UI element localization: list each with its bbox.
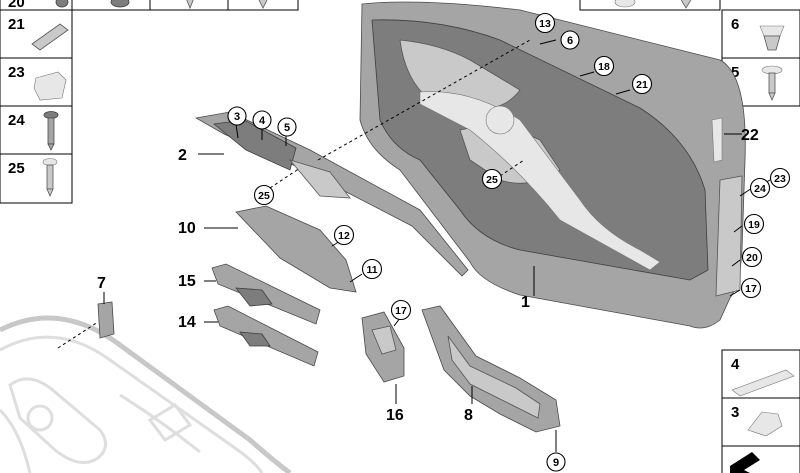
callout-9: 9 — [553, 457, 559, 469]
callout-10: 10 — [178, 220, 196, 237]
callout-11: 11 — [366, 264, 377, 276]
part-24-thumbnail — [43, 111, 59, 151]
callout-8: 8 — [464, 407, 473, 424]
callout-18: 18 — [598, 61, 610, 73]
part-25-thumbnail — [42, 158, 58, 198]
arrow-icon[interactable] — [730, 452, 760, 473]
fastener-thumbnail — [680, 0, 692, 9]
callout-16: 16 — [386, 407, 404, 424]
part-21-thumbnail — [31, 23, 69, 51]
callout-14: 14 — [178, 314, 196, 331]
callout-12: 12 — [338, 230, 350, 242]
handle-part-8 — [421, 305, 561, 433]
door-panel-part-1 — [359, 1, 746, 329]
part-3-thumbnail — [747, 411, 783, 437]
legend-label-6: 6 — [731, 16, 739, 33]
callout-5: 5 — [284, 122, 290, 134]
part-4-thumbnail — [731, 369, 795, 397]
callout-23: 23 — [774, 173, 786, 185]
grommet-thumbnail — [110, 0, 130, 8]
clip-7-dash-line — [57, 321, 99, 349]
door-frame-background — [0, 315, 292, 473]
callout-3: 3 — [234, 111, 240, 123]
callout-7: 7 — [97, 275, 106, 292]
callout-25-door: 25 — [486, 174, 498, 186]
legend-label-23: 23 — [8, 64, 25, 81]
callout-4: 4 — [259, 115, 266, 127]
left-legend: 20 21 23 24 25 — [0, 0, 73, 204]
legend-box-25 — [0, 153, 73, 204]
circled-callouts: 3 4 5 25 12 11 17 13 6 18 21 25 24 23 19… — [227, 12, 791, 472]
callout-21: 21 — [636, 79, 648, 91]
switch-part-16 — [361, 311, 405, 383]
callout-17-center: 17 — [395, 305, 407, 317]
legend-label-21: 21 — [8, 16, 25, 33]
legend-label-20: 20 — [8, 0, 25, 11]
callout-13: 13 — [539, 18, 551, 30]
top-box-4 — [579, 0, 721, 11]
legend-box-6 — [721, 9, 800, 59]
legend-label-25: 25 — [8, 160, 25, 177]
callout-6: 6 — [567, 35, 573, 47]
clip-thumbnail — [186, 0, 194, 10]
part-5-thumbnail — [761, 65, 783, 102]
legend-label-3: 3 — [731, 404, 739, 421]
callout-15: 15 — [178, 273, 196, 290]
fastener-part-22 — [711, 117, 723, 163]
clip-part-7 — [97, 301, 115, 339]
part-23-thumbnail — [33, 71, 67, 101]
callout-24: 24 — [754, 183, 766, 195]
nav-arrow-box[interactable] — [721, 445, 800, 473]
trim-strip-part-2 — [194, 111, 469, 277]
legend-label-4: 4 — [731, 356, 740, 373]
legend-label-24: 24 — [8, 112, 25, 129]
callout-1: 1 — [521, 294, 530, 311]
cap-thumbnail — [614, 0, 636, 8]
callout-17-right: 17 — [745, 283, 757, 295]
part-20-thumbnail — [55, 0, 69, 8]
rivet-thumbnail — [258, 0, 268, 9]
part-6-thumbnail — [759, 25, 785, 51]
callout-22: 22 — [741, 127, 759, 144]
panel-part-10 — [235, 205, 357, 293]
callout-2: 2 — [178, 147, 187, 164]
top-legend-strip — [71, 0, 721, 11]
switch-panel-part-14 — [213, 305, 319, 367]
legend-label-5: 5 — [731, 64, 739, 81]
callout-19: 19 — [748, 219, 760, 231]
callout-20: 20 — [746, 252, 758, 264]
switch-panel-part-15 — [211, 263, 321, 325]
callout-25-left: 25 — [258, 190, 270, 202]
